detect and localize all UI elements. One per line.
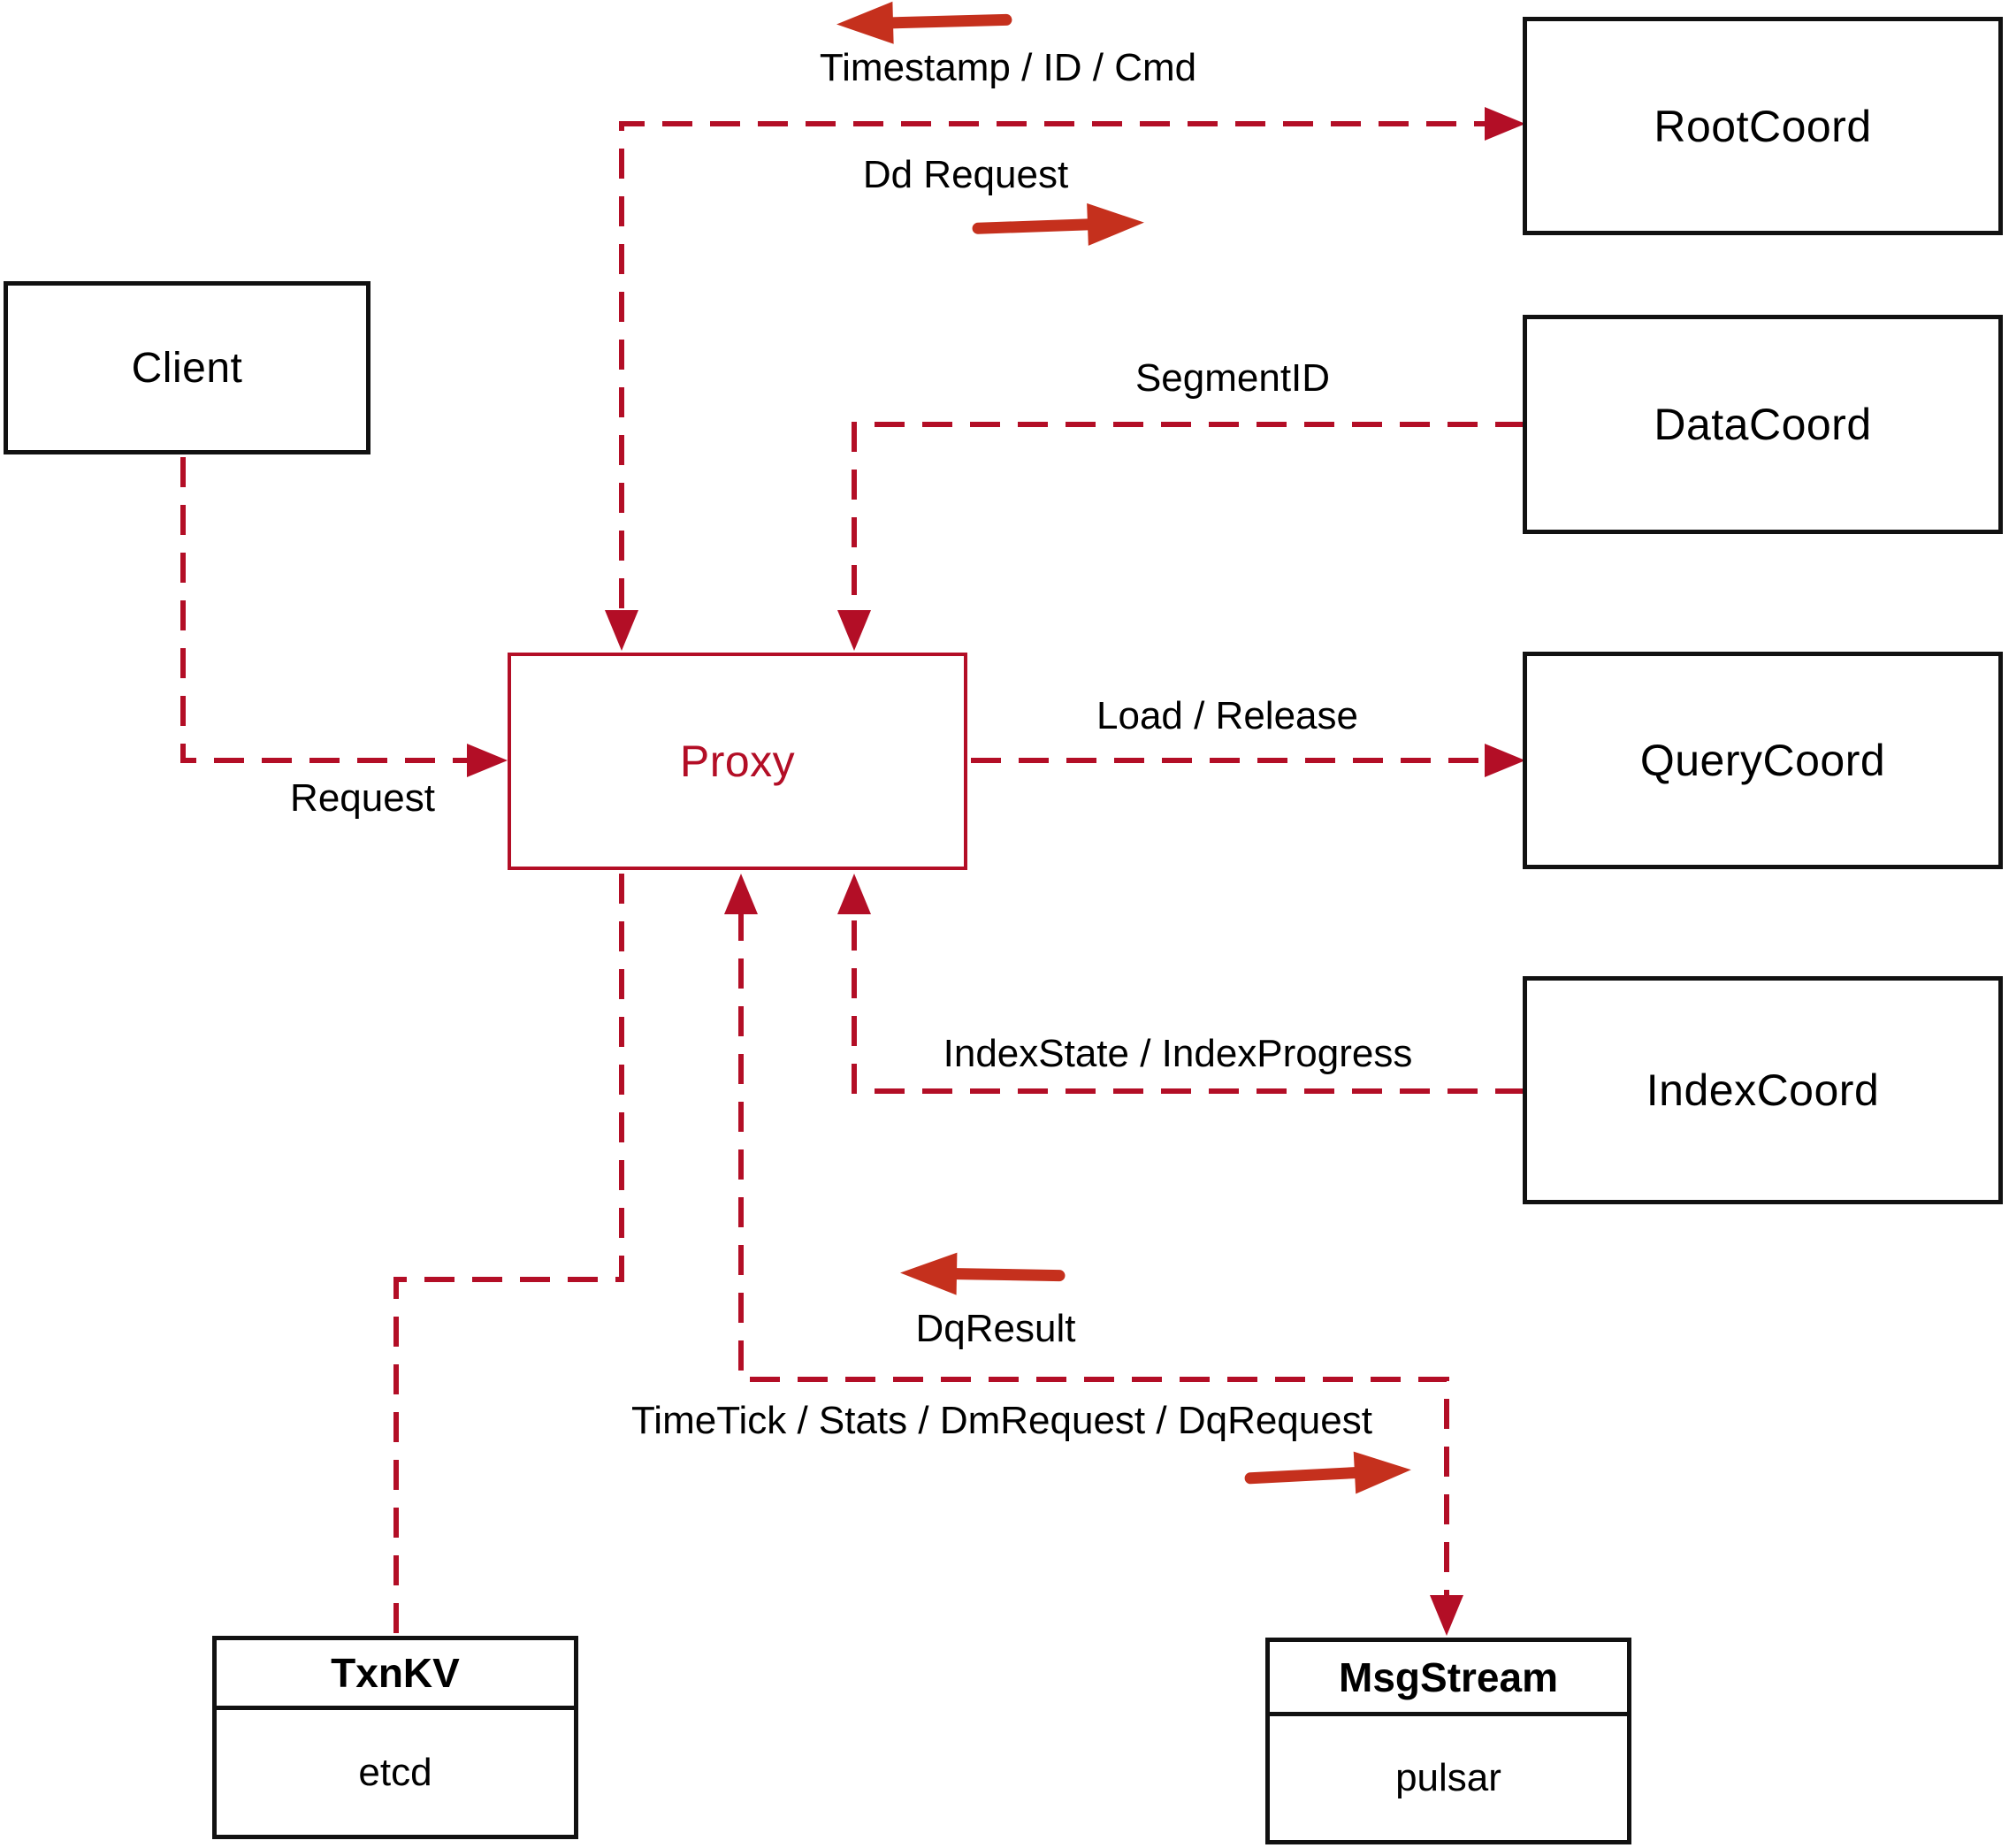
- direction-arrow-right-dd-request: [972, 202, 1144, 246]
- node-msgstream-impl: pulsar: [1270, 1716, 1627, 1840]
- edge-proxy-rootcoord: [605, 107, 1525, 651]
- node-txnkv-impl: etcd: [217, 1710, 574, 1835]
- node-txnkv: TxnKV etcd: [212, 1636, 578, 1839]
- node-txnkv-title-text: TxnKV: [331, 1650, 460, 1696]
- node-proxy: Proxy: [508, 653, 967, 870]
- edge-label-dd-request: Dd Request: [862, 153, 1069, 196]
- node-rootcoord-label: RootCoord: [1654, 101, 1872, 151]
- node-msgstream-title: MsgStream: [1270, 1642, 1627, 1716]
- node-msgstream: MsgStream pulsar: [1265, 1638, 1631, 1844]
- edge-label-time-tick-stats: TimeTick / Stats / DmRequest / DqRequest: [631, 1399, 1372, 1442]
- edge-label-timestamp-id-cmd: Timestamp / ID / Cmd: [819, 46, 1197, 89]
- node-txnkv-title: TxnKV: [217, 1640, 574, 1710]
- direction-arrow-right-time-tick: [1244, 1451, 1411, 1494]
- node-txnkv-impl-text: etcd: [358, 1750, 432, 1794]
- node-querycoord-label: QueryCoord: [1639, 736, 1886, 785]
- direction-arrow-left-timestamp: [836, 1, 1012, 44]
- node-msgstream-impl-text: pulsar: [1395, 1756, 1501, 1799]
- node-msgstream-title-text: MsgStream: [1339, 1653, 1558, 1700]
- edge-datacoord-proxy: [837, 422, 1525, 651]
- node-datacoord: DataCoord: [1523, 315, 2003, 534]
- node-rootcoord: RootCoord: [1523, 17, 2003, 235]
- edge-label-index-state-progress: IndexState / IndexProgress: [943, 1032, 1413, 1075]
- node-client-label: Client: [131, 344, 243, 392]
- edge-label-load-release: Load / Release: [1096, 694, 1358, 737]
- edge-client-proxy: [180, 457, 508, 777]
- edge-label-request: Request: [290, 776, 435, 820]
- node-indexcoord-label: IndexCoord: [1646, 1065, 1880, 1115]
- node-querycoord: QueryCoord: [1523, 652, 2003, 869]
- edge-indexcoord-proxy: [837, 874, 1525, 1094]
- edge-label-dq-result: DqResult: [915, 1307, 1076, 1350]
- direction-arrow-left-dq-result: [900, 1252, 1066, 1295]
- node-client: Client: [4, 281, 370, 454]
- edge-proxy-txnkv: [393, 874, 624, 1634]
- node-indexcoord: IndexCoord: [1523, 976, 2003, 1204]
- edge-proxy-querycoord: [971, 744, 1525, 777]
- node-proxy-label: Proxy: [679, 737, 796, 786]
- edge-label-segment-id: SegmentID: [1134, 356, 1331, 400]
- node-datacoord-label: DataCoord: [1654, 400, 1872, 449]
- edge-proxy-msgstream: [724, 874, 1463, 1636]
